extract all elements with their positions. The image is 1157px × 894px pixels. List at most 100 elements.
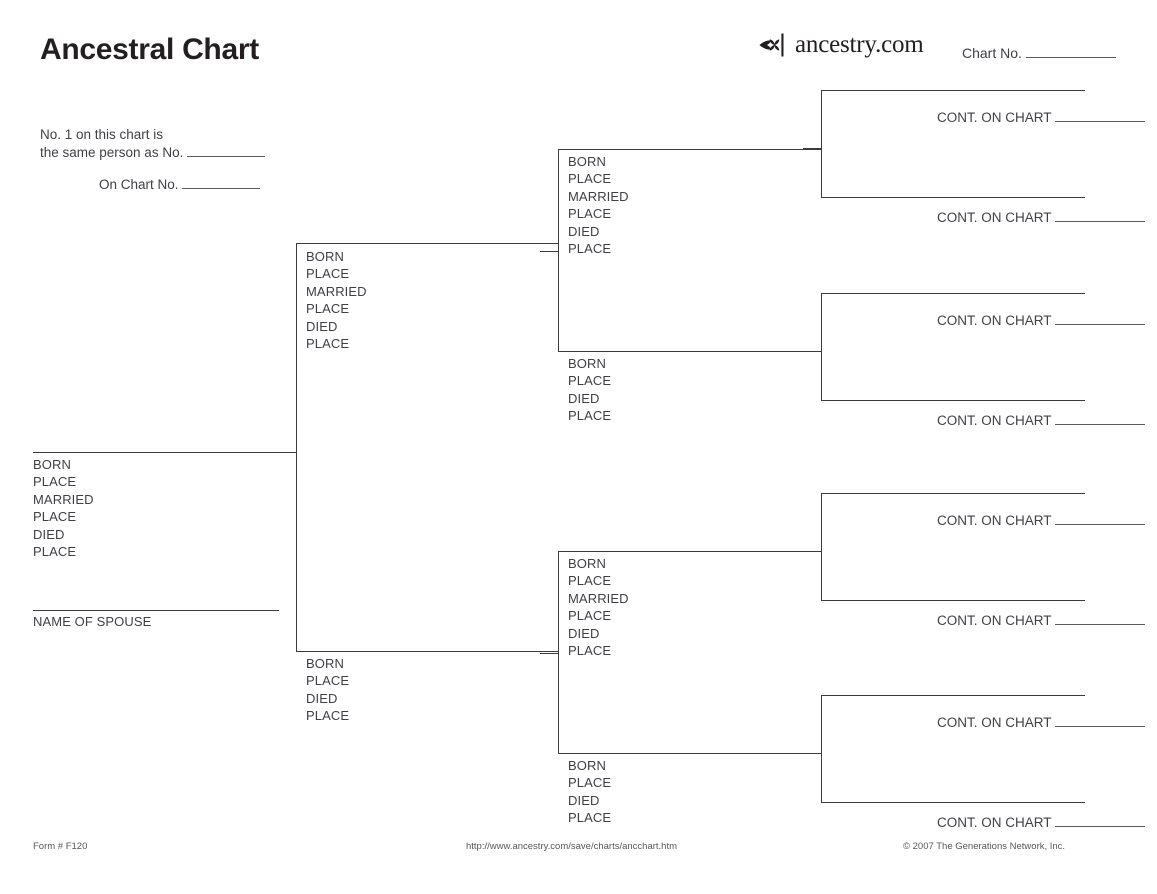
person-12-cont-blank[interactable] bbox=[1055, 524, 1146, 525]
person-3-field-place: PLACE bbox=[306, 673, 350, 689]
person-2-name-rule[interactable] bbox=[296, 243, 558, 244]
person-4-field-born: BORN bbox=[568, 154, 606, 169]
person-8-cont-on-chart[interactable]: CONT. ON CHART bbox=[937, 110, 1146, 125]
person-8-cont-label: CONT. ON CHART bbox=[937, 110, 1052, 125]
person-5-fields: BORN PLACE DIED PLACE bbox=[568, 355, 611, 425]
person-6-field-died: DIED bbox=[568, 625, 600, 641]
connector-gen1-to-gen2-horizontal bbox=[279, 452, 297, 453]
person-15-cont-label: CONT. ON CHART bbox=[937, 815, 1052, 830]
page-title: Ancestral Chart bbox=[40, 33, 259, 66]
person-9-cont-blank[interactable] bbox=[1055, 221, 1146, 222]
person-12-cont-label: CONT. ON CHART bbox=[937, 513, 1052, 528]
connector-gen2-vertical bbox=[296, 243, 297, 652]
on-chart-no-blank[interactable] bbox=[182, 188, 261, 189]
person-1-name-rule[interactable] bbox=[33, 452, 296, 453]
connector-person7-to-gen4-horizontal bbox=[803, 753, 821, 754]
person-5-field-place-2: PLACE bbox=[568, 408, 612, 424]
person-15-name-rule[interactable] bbox=[821, 802, 1085, 803]
connector-person2-to-gen3-horizontal bbox=[540, 251, 558, 252]
person-1-spouse-rule[interactable] bbox=[33, 610, 279, 611]
note-line-2-label: the same person as No. bbox=[40, 145, 184, 160]
connector-gen4-bracket-4-vertical bbox=[821, 695, 822, 802]
person-7-fields: BORN PLACE DIED PLACE bbox=[568, 757, 611, 827]
person-8-cont-blank[interactable] bbox=[1055, 121, 1146, 122]
person-14-cont-blank[interactable] bbox=[1055, 726, 1146, 727]
connector-person6-to-gen4-horizontal bbox=[803, 551, 821, 552]
person-3-field-died: DIED bbox=[306, 690, 338, 706]
person-3-name-rule[interactable] bbox=[296, 651, 558, 652]
person-7-field-place-2: PLACE bbox=[568, 810, 612, 826]
person-10-cont-blank[interactable] bbox=[1055, 324, 1146, 325]
connector-gen3-upper-vertical bbox=[558, 149, 559, 352]
connector-person4-to-gen4-horizontal bbox=[803, 148, 821, 149]
person-6-name-rule[interactable] bbox=[558, 551, 821, 552]
person-2-field-place-3: PLACE bbox=[306, 336, 350, 352]
person-7-field-place: PLACE bbox=[568, 775, 612, 791]
person-15-cont-on-chart[interactable]: CONT. ON CHART bbox=[937, 815, 1146, 830]
ancestry-brand-name: ancestry.com bbox=[795, 31, 924, 58]
person-2-field-place-2: PLACE bbox=[306, 301, 350, 317]
person-1-field-born: BORN bbox=[33, 457, 71, 472]
person-14-cont-on-chart[interactable]: CONT. ON CHART bbox=[937, 715, 1146, 730]
person-15-cont-blank[interactable] bbox=[1055, 826, 1146, 827]
person-4-name-rule[interactable] bbox=[558, 149, 821, 150]
person-5-field-born: BORN bbox=[568, 356, 606, 371]
person-13-cont-blank[interactable] bbox=[1055, 624, 1146, 625]
person-12-cont-on-chart[interactable]: CONT. ON CHART bbox=[937, 513, 1146, 528]
person-11-cont-blank[interactable] bbox=[1055, 424, 1146, 425]
person-6-field-place-3: PLACE bbox=[568, 643, 612, 659]
person-3-fields: BORN PLACE DIED PLACE bbox=[306, 655, 349, 725]
person-1-spouse-label: NAME OF SPOUSE bbox=[33, 614, 152, 629]
person-7-field-died: DIED bbox=[568, 792, 600, 808]
person-14-name-rule[interactable] bbox=[821, 695, 1085, 696]
person-4-field-place: PLACE bbox=[568, 171, 612, 187]
person-14-cont-label: CONT. ON CHART bbox=[937, 715, 1052, 730]
person-13-name-rule[interactable] bbox=[821, 600, 1085, 601]
connector-gen3-lower-vertical bbox=[558, 551, 559, 754]
person-13-cont-label: CONT. ON CHART bbox=[937, 613, 1052, 628]
footer-copyright: © 2007 The Generations Network, Inc. bbox=[903, 841, 1066, 852]
chart-number-blank[interactable] bbox=[1025, 57, 1116, 58]
person-6-field-born: BORN bbox=[568, 556, 606, 571]
person-11-cont-label: CONT. ON CHART bbox=[937, 413, 1052, 428]
person-2-field-place: PLACE bbox=[306, 266, 350, 282]
connector-person5-to-gen4-horizontal bbox=[803, 351, 821, 352]
connector-gen4-bracket-1-vertical bbox=[821, 90, 822, 197]
person-5-field-place: PLACE bbox=[568, 373, 612, 389]
person-2-field-born: BORN bbox=[306, 249, 344, 264]
footer-form-number: Form # F120 bbox=[33, 841, 88, 852]
chart-number-field[interactable]: Chart No. bbox=[962, 45, 1116, 61]
person-7-name-rule[interactable] bbox=[558, 753, 821, 754]
person-5-name-rule[interactable] bbox=[558, 351, 821, 352]
person-11-cont-on-chart[interactable]: CONT. ON CHART bbox=[937, 413, 1146, 428]
person-12-name-rule[interactable] bbox=[821, 493, 1085, 494]
person-4-field-place-2: PLACE bbox=[568, 206, 612, 222]
same-person-as-no-blank[interactable] bbox=[187, 156, 266, 157]
person-6-field-place: PLACE bbox=[568, 573, 612, 589]
ancestry-brand: ancestry.com bbox=[758, 30, 924, 60]
person-9-cont-on-chart[interactable]: CONT. ON CHART bbox=[937, 210, 1146, 225]
footer-url[interactable]: http://www.ancestry.com/save/charts/ancc… bbox=[466, 841, 678, 852]
person-8-name-rule[interactable] bbox=[821, 90, 1085, 91]
person-2-field-married: MARRIED bbox=[306, 283, 367, 299]
person-10-cont-label: CONT. ON CHART bbox=[937, 313, 1052, 328]
person-11-name-rule[interactable] bbox=[821, 400, 1085, 401]
person-10-name-rule[interactable] bbox=[821, 293, 1085, 294]
person-10-cont-on-chart[interactable]: CONT. ON CHART bbox=[937, 313, 1146, 328]
note-line-2[interactable]: the same person as No. bbox=[40, 144, 266, 162]
ancestry-leaf-logo-icon bbox=[758, 32, 792, 58]
person-2-field-died: DIED bbox=[306, 318, 338, 334]
person-4-field-married: MARRIED bbox=[568, 188, 629, 204]
note-line-3-label: On Chart No. bbox=[99, 177, 179, 192]
person-13-cont-on-chart[interactable]: CONT. ON CHART bbox=[937, 613, 1146, 628]
note-line-1: No. 1 on this chart is bbox=[40, 127, 164, 142]
person-4-field-place-3: PLACE bbox=[568, 241, 612, 257]
note-line-3[interactable]: On Chart No. bbox=[40, 176, 265, 194]
person-6-field-married: MARRIED bbox=[568, 590, 629, 606]
person-5-field-died: DIED bbox=[568, 390, 600, 406]
person-6-fields: BORN PLACE MARRIED PLACE DIED PLACE bbox=[568, 555, 629, 659]
person-2-fields: BORN PLACE MARRIED PLACE DIED PLACE bbox=[306, 248, 367, 352]
person-9-name-rule[interactable] bbox=[821, 197, 1085, 198]
person-3-field-place-2: PLACE bbox=[306, 708, 350, 724]
